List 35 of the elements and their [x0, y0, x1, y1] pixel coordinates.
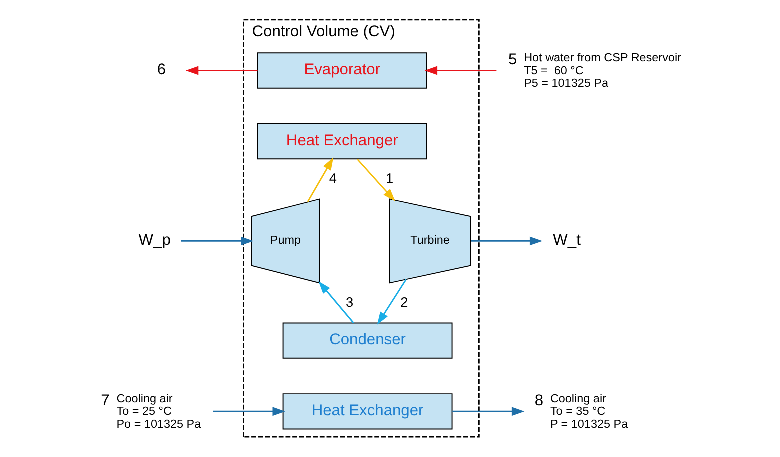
node-label: P5 = 101325 Pa [524, 76, 608, 90]
node-text: 7 [100, 392, 110, 410]
node-box: Condenser [282, 322, 452, 359]
node-label: Po = 101325 Pa [116, 418, 201, 431]
node-text: W_p [138, 232, 170, 249]
arrow [185, 66, 258, 76]
arrow [452, 407, 524, 416]
arrow [470, 236, 542, 246]
node-label: To = 25 °C [116, 405, 172, 418]
node-label: Cooling air [550, 392, 606, 406]
node-box: Heat Exchanger [282, 394, 452, 430]
node-text: 5 [508, 52, 517, 69]
node-label: T5 = 60 °C [524, 64, 584, 78]
arrow [376, 279, 406, 325]
node-box: Pump [250, 198, 320, 284]
arrow [306, 158, 334, 202]
node-label: Cooling air [116, 392, 172, 406]
node-text: 6 [156, 61, 166, 78]
arrow [318, 281, 354, 324]
node-label: P = 101325 Pa [550, 418, 628, 431]
arrow [356, 159, 395, 202]
node-text: W_t [552, 232, 580, 249]
edge-label: 3 [345, 294, 354, 310]
node-label: To = 35 °C [550, 405, 606, 418]
arrow [424, 66, 496, 76]
arrow [180, 236, 254, 246]
edge-label: 2 [400, 294, 408, 310]
edge-label: 1 [386, 170, 394, 186]
arrow [212, 407, 285, 416]
edge-label: 4 [328, 170, 336, 186]
node-box: Turbine [388, 198, 471, 284]
node-label: Hot water from CSP Reservoir [524, 52, 681, 65]
node-text: 8 [534, 392, 544, 410]
node-box: Heat Exchanger [256, 124, 427, 160]
node-box: Evaporator [256, 52, 427, 89]
